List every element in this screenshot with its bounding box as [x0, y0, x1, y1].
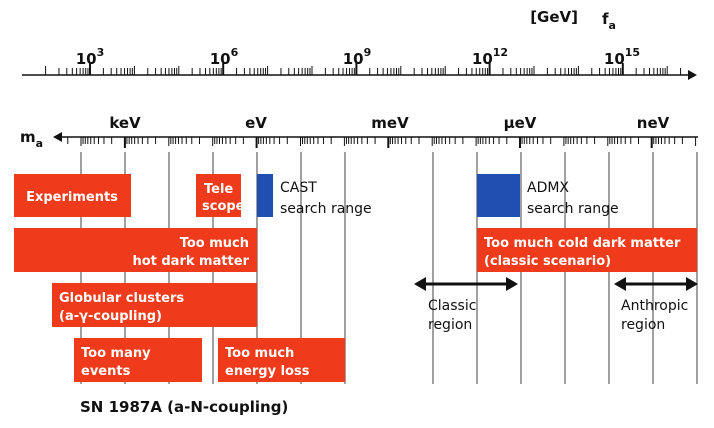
- region-telescope-label-1: Tele: [204, 182, 233, 197]
- arrow-anthropic-right-head: [686, 277, 698, 291]
- top-tick-label-1e15: 1015: [604, 46, 640, 68]
- bottom-axis: ma keV eV meV μeV neV: [20, 114, 698, 150]
- arrow-anthropic-left-head: [614, 277, 626, 291]
- bottom-axis-symbol: ma: [20, 128, 43, 150]
- region-cold-dark-matter-label-2: (classic scenario): [484, 254, 611, 269]
- top-axis: [GeV] fa 103 106 109 1012 1015: [22, 8, 697, 80]
- region-energy-loss: Too much energy loss: [218, 338, 345, 382]
- region-cold-dark-matter: Too much cold dark matter (classic scena…: [477, 228, 697, 272]
- region-cast-box: [257, 174, 273, 217]
- arrow-classic-label-1: Classic: [428, 298, 476, 314]
- top-axis-symbol: fa: [602, 10, 616, 32]
- region-globular-clusters-label-1: Globular clusters: [59, 291, 184, 306]
- bottom-tick-label-mev: meV: [371, 114, 409, 132]
- region-telescope-box: [196, 174, 241, 217]
- sn1987a-label: SN 1987A (a-N-coupling): [80, 398, 288, 416]
- region-globular-clusters: Globular clusters (a-γ-coupling): [52, 283, 257, 327]
- arrow-classic-region: Classic region: [414, 277, 518, 333]
- region-too-many-events-box: [74, 338, 202, 382]
- region-telescope: Tele scope: [196, 174, 245, 217]
- top-tick-label-1e6: 106: [210, 46, 239, 68]
- arrow-anthropic-label-2: region: [621, 317, 665, 333]
- top-tick-label-1e12: 1012: [472, 46, 508, 68]
- arrow-classic-left-head: [414, 277, 426, 291]
- arrow-classic-right-head: [506, 277, 518, 291]
- bottom-tick-label-uev: μeV: [504, 114, 537, 132]
- top-tick-label-1e9: 109: [343, 46, 372, 68]
- top-axis-arrowhead: [688, 70, 697, 80]
- region-globular-clusters-box: [52, 283, 257, 327]
- region-cast-label-1: CAST: [280, 180, 317, 196]
- top-axis-unit: [GeV]: [530, 8, 578, 26]
- region-globular-clusters-label-2: (a-γ-coupling): [59, 309, 162, 324]
- region-experiments: Experiments: [14, 174, 131, 217]
- region-energy-loss-label-2: energy loss: [225, 364, 310, 379]
- bottom-tick-label-kev: keV: [109, 114, 141, 132]
- arrow-anthropic-label-1: Anthropic: [621, 298, 688, 314]
- region-too-many-events-label-2: events: [81, 364, 131, 379]
- region-admx: ADMX search range: [477, 174, 619, 217]
- region-admx-label-2: search range: [527, 201, 619, 217]
- bottom-tick-label-ev: eV: [245, 114, 267, 132]
- region-energy-loss-label-1: Too much: [225, 346, 294, 361]
- region-hot-dark-matter: Too much hot dark matter: [14, 228, 257, 272]
- arrow-anthropic-region: Anthropic region: [614, 277, 698, 333]
- region-telescope-label-2: scope: [202, 199, 245, 214]
- top-axis-ticks: [45, 63, 682, 75]
- region-too-many-events: Too many events: [74, 338, 202, 382]
- top-tick-label-1e3: 103: [76, 46, 105, 68]
- bottom-axis-arrowhead: [53, 132, 62, 142]
- bottom-axis-ticks: [67, 137, 697, 148]
- region-admx-label-1: ADMX: [527, 180, 569, 196]
- region-hot-dark-matter-label-1: Too much: [180, 236, 249, 251]
- region-experiments-box: [14, 174, 131, 217]
- region-energy-loss-box: [218, 338, 345, 382]
- region-cold-dark-matter-label-1: Too much cold dark matter: [484, 236, 681, 251]
- region-admx-box: [477, 174, 520, 217]
- region-experiments-label: Experiments: [26, 190, 118, 205]
- bottom-tick-label-nev: neV: [637, 114, 670, 132]
- region-hot-dark-matter-box: [14, 228, 257, 272]
- region-too-many-events-label-1: Too many: [81, 346, 151, 361]
- region-cast: CAST search range: [257, 174, 372, 217]
- region-cast-label-2: search range: [280, 201, 372, 217]
- arrow-classic-label-2: region: [428, 317, 472, 333]
- region-cold-dark-matter-box: [477, 228, 697, 272]
- region-hot-dark-matter-label-2: hot dark matter: [132, 254, 249, 269]
